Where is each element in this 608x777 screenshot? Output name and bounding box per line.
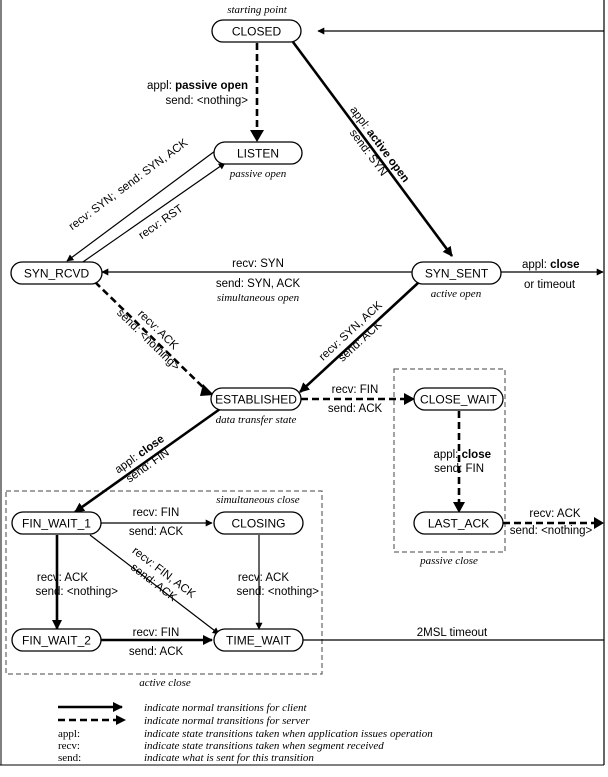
edge-est-finwait1: [74, 407, 221, 514]
label-closewait-lastack-appl: appl: close: [433, 449, 491, 461]
label-synsent-synrcvd-recv: recv: SYN: [232, 258, 284, 270]
svg-text:FIN_WAIT_2: FIN_WAIT_2: [22, 634, 91, 648]
active-close-box: [5, 490, 323, 675]
legend-client-text: indicate normal transitions for client: [144, 702, 307, 714]
label-closing-timewait-send: send: <nothing>: [237, 586, 320, 598]
legend-appl-text: indicate state transitions taken when ap…: [144, 728, 433, 740]
edge-closed-synsent: [291, 41, 454, 257]
label-finwait2-timewait-recv: recv: FIN: [133, 627, 180, 639]
note-passive-close: passive close: [419, 555, 478, 567]
label-synrcvd-established: recv: ACK send: <nothing>: [114, 307, 182, 373]
legend-server-arrow-head: [116, 715, 126, 725]
state-time-wait: TIME_WAIT: [213, 628, 304, 652]
state-closed: CLOSED: [211, 19, 302, 43]
label-closing-timewait-recv: recv: ACK: [238, 572, 289, 584]
note-data-transfer-state: data transfer state: [216, 414, 297, 426]
note-starting-point: starting point: [227, 4, 288, 16]
passive-close-box: [393, 368, 506, 553]
edge-finwait1-timewait: [89, 534, 220, 635]
label-finwait1-finwait2-send: send: <nothing>: [36, 586, 119, 598]
label-synsent-close-appl: appl: close: [522, 259, 580, 271]
state-closing: CLOSING: [213, 511, 304, 535]
label-finwait2-timewait-send: send: ACK: [129, 646, 184, 658]
svg-text:recv: RST: recv: RST: [137, 203, 186, 242]
legend-server-text: indicate normal transitions for server: [144, 715, 310, 727]
label-synsent-synrcvd-send: send: SYN, ACK: [216, 278, 301, 290]
label-finwait1-closing-recv: recv: FIN: [133, 507, 180, 519]
svg-text:SYN_RCVD: SYN_RCVD: [24, 267, 90, 281]
label-est-closewait-recv: recv: FIN: [332, 384, 379, 396]
legend-send-key: send:: [58, 752, 81, 764]
state-last-ack: LAST_ACK: [413, 511, 504, 535]
label-synsent-close-timeout: or timeout: [524, 279, 576, 291]
edge-lastack-closed-head: [594, 517, 604, 529]
label-closed-listen-send: send: <nothing>: [166, 95, 249, 107]
label-closed-listen-appl: appl: passive open: [147, 80, 248, 92]
state-close-wait: CLOSE_WAIT: [413, 387, 504, 411]
label-lastack-closed-recv: recv: ACK: [529, 508, 580, 520]
label-finwait1-finwait2-recv: recv: ACK: [37, 572, 88, 584]
edge-est-closewait-head: [404, 393, 415, 405]
legend-recv-key: recv:: [58, 740, 80, 752]
edge-listen-synrcvd: [66, 150, 216, 262]
label-finwait1-closing-send: send: ACK: [129, 526, 184, 538]
legend-recv-text: indicate state transitions taken when se…: [144, 740, 384, 752]
label-closewait-lastack-send: send: FIN: [434, 463, 484, 475]
legend: indicate normal transitions for client i…: [58, 702, 433, 764]
note-simultaneous-close: simultaneous close: [216, 494, 300, 506]
label-est-closewait-send: send: ACK: [328, 403, 383, 415]
state-fin-wait-2: FIN_WAIT_2: [11, 628, 102, 652]
edge-synrcvd-established-head: [200, 384, 214, 396]
svg-text:CLOSE_WAIT: CLOSE_WAIT: [420, 393, 498, 407]
svg-text:SYN_SENT: SYN_SENT: [425, 267, 489, 281]
label-synsent-established: recv: SYN, ACK send: ACK: [317, 299, 385, 364]
legend-send-text: indicate what is sent for this transitio…: [144, 752, 314, 764]
svg-text:LISTEN: LISTEN: [237, 147, 279, 161]
legend-appl-key: appl:: [58, 728, 80, 740]
edge-closed-listen-head: [250, 130, 264, 142]
label-synrcvd-listen: recv: RST: [137, 203, 186, 242]
note-active-open: active open: [431, 288, 482, 300]
svg-text:recv: SYN;: recv: SYN;: [67, 190, 118, 232]
state-established: ESTABLISHED: [210, 387, 302, 411]
edge-synrcvd-listen: [79, 162, 226, 265]
state-listen: LISTEN: [213, 141, 303, 165]
svg-text:FIN_WAIT_1: FIN_WAIT_1: [22, 517, 91, 531]
edge-closewait-lastack-head: [453, 502, 465, 513]
svg-text:CLOSED: CLOSED: [232, 25, 282, 39]
svg-text:CLOSING: CLOSING: [231, 517, 285, 531]
state-fin-wait-1: FIN_WAIT_1: [11, 511, 102, 535]
svg-text:TIME_WAIT: TIME_WAIT: [226, 634, 292, 648]
svg-text:send: SYN, ACK: send: SYN, ACK: [115, 137, 190, 197]
state-syn-sent: SYN_SENT: [411, 261, 502, 285]
edge-synsent-established: [299, 282, 419, 393]
edge-synrcvd-established: [94, 281, 209, 393]
note-active-close: active close: [139, 677, 191, 689]
svg-text:LAST_ACK: LAST_ACK: [428, 517, 489, 531]
label-timewait-closed: 2MSL timeout: [417, 627, 488, 639]
note-passive-open: passive open: [229, 168, 287, 180]
state-syn-rcvd: SYN_RCVD: [10, 261, 103, 285]
svg-text:ESTABLISHED: ESTABLISHED: [215, 393, 297, 407]
note-simultaneous-open: simultaneous open: [217, 292, 300, 304]
label-finwait1-timewait: recv: FIN, ACK send: ACK: [128, 545, 197, 604]
label-lastack-closed-send: send: <nothing>: [510, 525, 593, 537]
